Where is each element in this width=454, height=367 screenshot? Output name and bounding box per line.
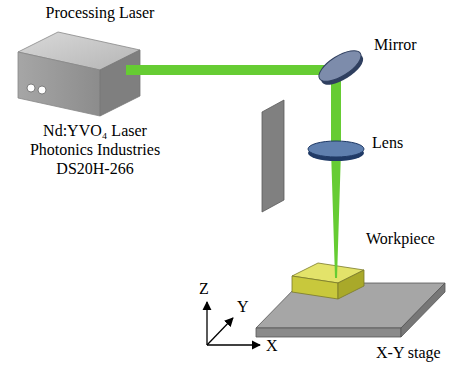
- part-name: X-Y stage: [376, 344, 441, 362]
- part-name: Workpiece: [366, 230, 435, 248]
- part-name: Mirror: [374, 36, 417, 54]
- model-text: DS20H-266: [56, 160, 133, 178]
- model-text: Nd:YVO₄ Laser: [43, 122, 147, 140]
- part-name: Lens: [372, 134, 403, 152]
- shutter-plate: [262, 100, 284, 212]
- laser-beam: [126, 70, 341, 278]
- axis-label: X: [266, 337, 278, 355]
- lens: [308, 141, 364, 161]
- workpiece-block: [292, 263, 364, 299]
- axis-label: Y: [237, 298, 249, 316]
- axes: [207, 302, 260, 345]
- part-name: Processing Laser: [46, 4, 155, 22]
- model-text: Photonics Industries: [30, 141, 160, 159]
- axis-label: Z: [199, 280, 209, 298]
- mirror: [314, 45, 367, 91]
- laser-housing: [18, 32, 140, 116]
